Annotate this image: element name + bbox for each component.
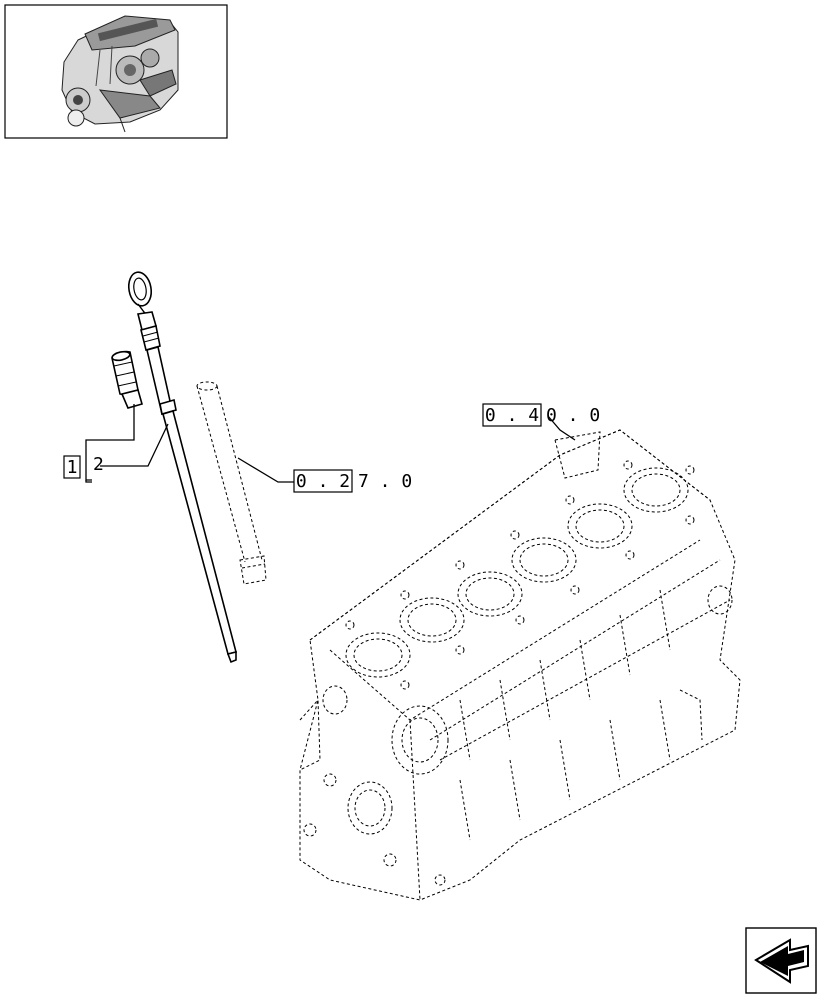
engine-block xyxy=(299,429,741,901)
callout-ref-block-boxed: 0 . 4 xyxy=(485,405,539,426)
engine-thumbnail-icon xyxy=(61,15,179,133)
callout-ref-block[interactable]: 0 . 4 0 . 0 xyxy=(482,403,600,427)
callout-ref-block-rest: 0 . 0 xyxy=(546,405,600,426)
callout-ref-tube-boxed: 0 . 2 xyxy=(296,471,350,492)
leader-lines xyxy=(85,404,576,483)
dipstick xyxy=(127,271,237,664)
callout-ref-tube[interactable]: 0 . 2 7 . 0 xyxy=(293,469,412,493)
dipstick-plug xyxy=(111,350,143,409)
previous-page-arrow-icon xyxy=(754,938,809,984)
callout-ref-tube-rest: 7 . 0 xyxy=(358,471,412,492)
previous-page-button[interactable] xyxy=(745,927,817,994)
guide-tube xyxy=(196,381,267,585)
callout-item-boxed: 1 xyxy=(67,457,78,478)
callout-item-number: 2 xyxy=(93,454,104,475)
engine-thumbnail[interactable] xyxy=(4,4,228,139)
callout-item-ref[interactable]: 1 2 xyxy=(63,454,104,479)
